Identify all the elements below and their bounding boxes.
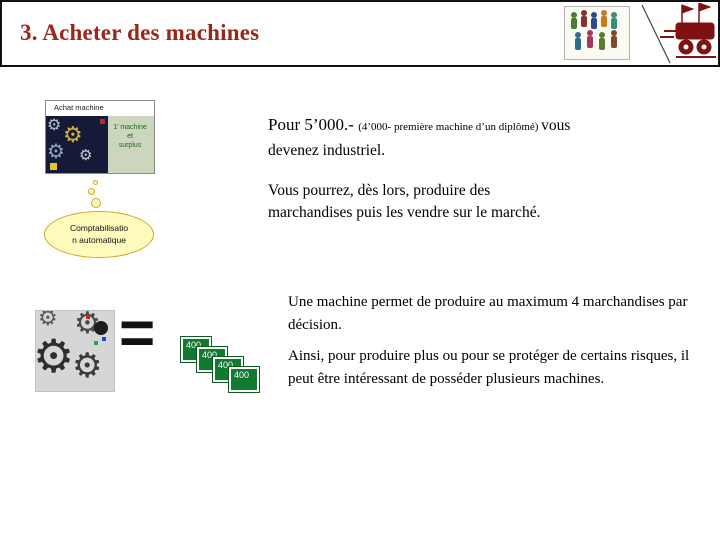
- flywheel-disk-icon: [94, 321, 108, 335]
- people-group-icon: [564, 6, 630, 60]
- people-figures-icon: [571, 10, 617, 50]
- screenshot-side-panel: 1’ machine et surplus: [108, 116, 154, 173]
- goods-card-value: 400: [218, 360, 234, 370]
- goods-card-value: 400: [202, 350, 218, 360]
- gear-icon: ⚙: [63, 123, 83, 148]
- machine-gears-image: ⚙ ⚙ ⚙ ⚙: [35, 310, 115, 392]
- gear-icon: ⚙: [47, 139, 65, 163]
- comptabilisation-callout: Comptabilisatio n automatique: [44, 211, 154, 258]
- paragraph-price: Pour 5’000.- (4’000- première machine d’…: [268, 112, 618, 164]
- green-pixel-icon: [94, 341, 98, 345]
- red-pixel-icon: [86, 315, 90, 319]
- screenshot-body: ⚙ ⚙ ⚙ ⚙ 1’ machine et surplus: [46, 116, 154, 173]
- thought-dot: [93, 180, 98, 185]
- gear-icon: ⚙: [38, 310, 58, 331]
- goods-card-value: 400: [234, 370, 250, 380]
- price-rest-text: vous devenez industriel.: [268, 117, 571, 159]
- harbor-machine-logo-icon: [636, 2, 720, 65]
- screenshot-title: Achat machine: [54, 103, 104, 112]
- paragraph-multiple-machines: Ainsi, pour produire plus ou pour se pro…: [288, 348, 690, 387]
- callout-text-line2: n automatique: [72, 234, 126, 245]
- blue-pixel-icon: [102, 337, 106, 341]
- page-title: 3. Acheter des machines: [20, 20, 260, 45]
- goods-card-value: 400: [186, 340, 202, 350]
- thought-dot: [91, 198, 101, 208]
- equals-sign: =: [119, 299, 156, 368]
- header-bar: 3. Acheter des machines: [0, 0, 720, 67]
- price-detail-text: (4’000- première machine d’un diplômé): [358, 121, 542, 133]
- machine-purchase-screenshot: Achat machine ⚙ ⚙ ⚙ ⚙ 1’ machine et surp…: [45, 100, 155, 174]
- screenshot-caption: 1’ machine et surplus: [113, 124, 147, 150]
- gear-icon: ⚙: [35, 329, 75, 383]
- price-main-text: Pour 5’000.-: [268, 115, 359, 134]
- gear-icon: ⚙: [47, 116, 62, 134]
- red-chip-icon: [100, 119, 105, 124]
- paragraph-capacity: Une machine permet de produire au maximu…: [288, 294, 688, 333]
- callout-text-line1: Comptabilisatio: [69, 223, 129, 234]
- goods-card: 400: [228, 366, 260, 393]
- gear-icon: ⚙: [79, 146, 93, 164]
- yellow-chip-icon: [50, 163, 57, 170]
- thought-dot: [88, 188, 95, 195]
- gear-icon: ⚙: [72, 346, 103, 386]
- goods-cards-stack: 400 400 400 400: [180, 336, 271, 407]
- paragraph-produce: Vous pourrez, dès lors, produire des mar…: [268, 182, 541, 222]
- screenshot-machine-panel: ⚙ ⚙ ⚙ ⚙: [46, 116, 108, 173]
